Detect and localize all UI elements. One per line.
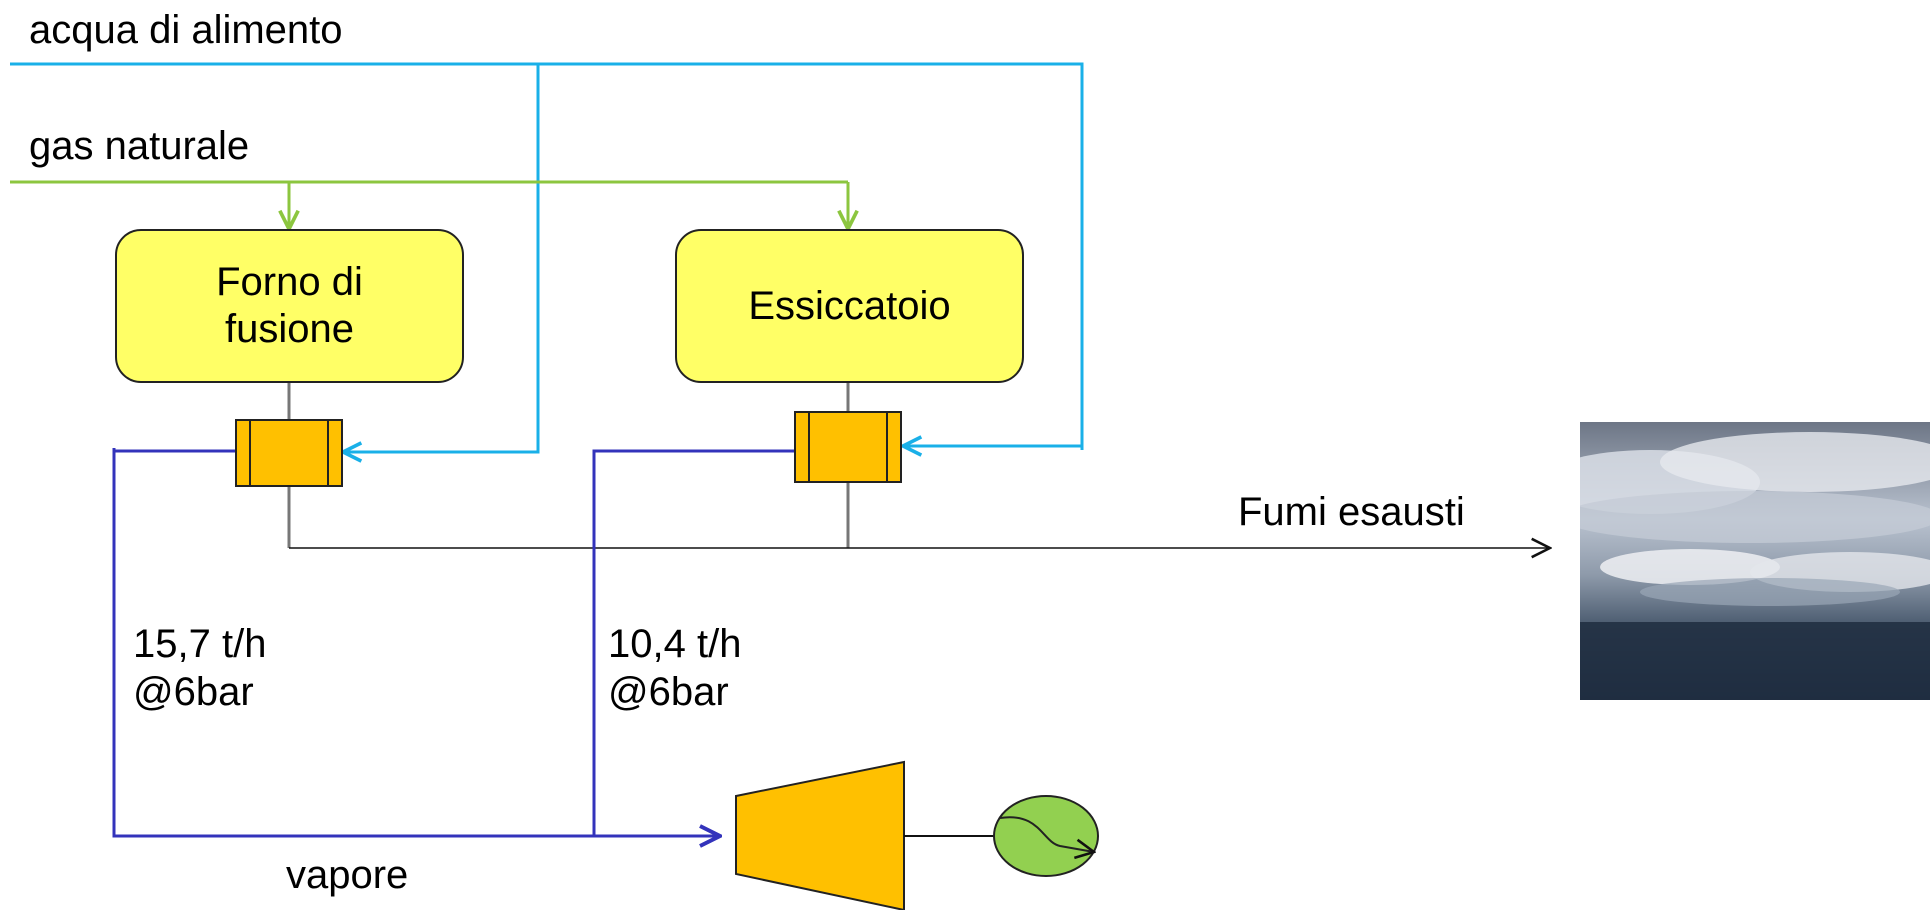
feedwater-lines bbox=[10, 62, 1084, 452]
exhaust-label: Fumi esausti bbox=[1238, 490, 1465, 534]
furnace-steam-rate: 15,7 t/h bbox=[133, 622, 267, 666]
feedwater-label: acqua di alimento bbox=[29, 8, 343, 52]
furnace-label-line1: Forno di bbox=[216, 260, 363, 304]
natural-gas-label: gas naturale bbox=[29, 124, 250, 168]
dryer-steam-pressure: @6bar bbox=[608, 670, 729, 714]
exhaust-lines bbox=[287, 383, 1550, 548]
steam-turbine-icon bbox=[735, 760, 905, 910]
dryer-unit: Essiccatoio bbox=[675, 229, 1024, 383]
furnace-unit: Forno di fusione bbox=[115, 229, 464, 383]
furnace-steam-pressure: @6bar bbox=[133, 670, 254, 714]
steam-lines bbox=[112, 448, 795, 836]
steam-label: vapore bbox=[286, 853, 409, 897]
gas-lines bbox=[10, 180, 848, 229]
furnace-label-line2: fusione bbox=[225, 307, 354, 351]
sky-clouds-photo bbox=[1580, 422, 1930, 700]
dryer-label: Essiccatoio bbox=[748, 283, 951, 328]
generator-icon bbox=[993, 795, 1099, 877]
heat-exchanger-icon bbox=[794, 411, 902, 483]
dryer-steam-rate: 10,4 t/h bbox=[608, 622, 742, 666]
heat-exchanger-icon bbox=[235, 419, 343, 487]
